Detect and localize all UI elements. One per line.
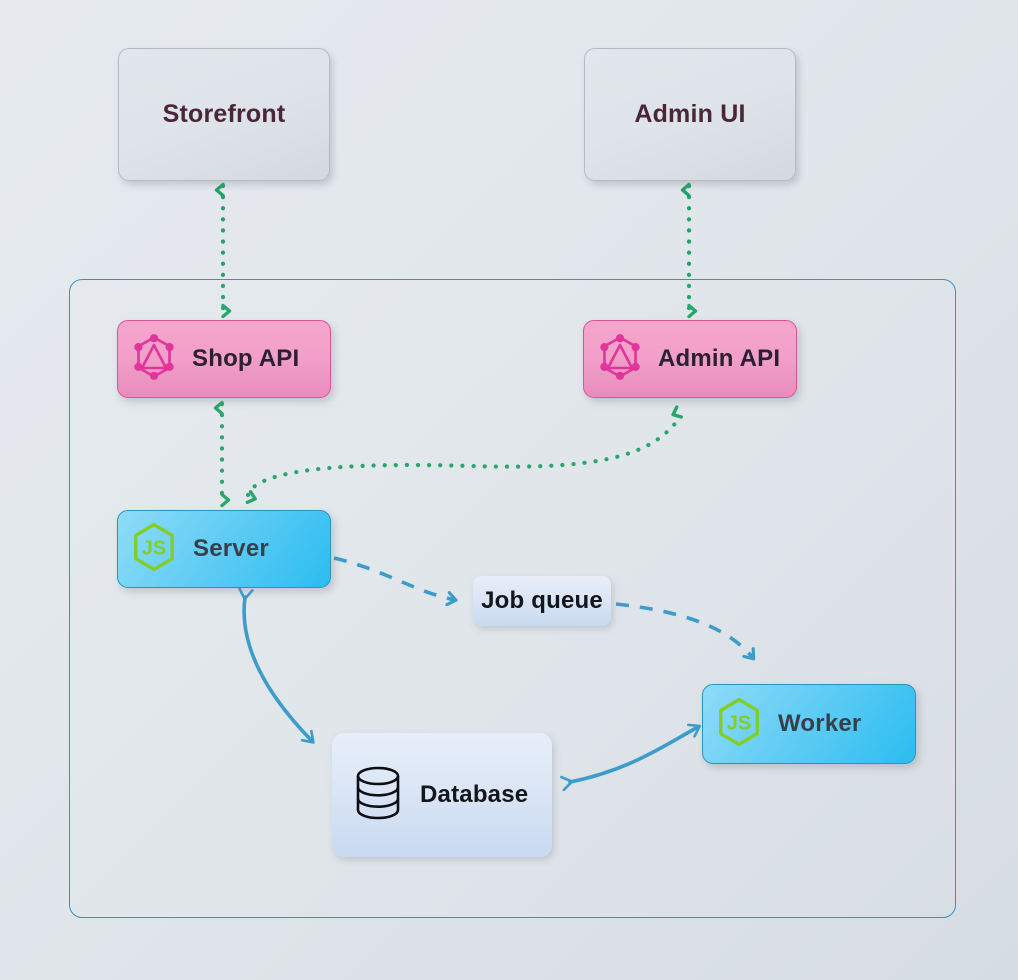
nodejs-icon: JS: [716, 697, 762, 752]
graphql-icon: [598, 333, 642, 385]
node-label-shop-api: Shop API: [192, 345, 300, 372]
node-label-job-queue: Job queue: [481, 587, 603, 614]
node-database[interactable]: Database: [332, 733, 552, 857]
graphql-icon: [132, 333, 176, 385]
node-job-queue[interactable]: Job queue: [473, 576, 611, 626]
nodejs-icon: JS: [131, 522, 177, 577]
database-icon: [354, 765, 402, 826]
node-label-database: Database: [420, 781, 529, 808]
node-admin-api[interactable]: Admin API: [583, 320, 797, 398]
svg-text:JS: JS: [727, 712, 751, 734]
node-shop-api[interactable]: Shop API: [117, 320, 331, 398]
node-admin-ui[interactable]: Admin UI: [584, 48, 796, 181]
node-label-admin-api: Admin API: [658, 345, 781, 372]
node-label-server: Server: [193, 535, 269, 562]
node-label-storefront: Storefront: [162, 100, 286, 128]
node-storefront[interactable]: Storefront: [118, 48, 330, 181]
node-label-worker: Worker: [778, 710, 862, 737]
node-server[interactable]: JS Server: [117, 510, 331, 588]
node-worker[interactable]: JS Worker: [702, 684, 916, 764]
node-label-admin-ui: Admin UI: [634, 100, 746, 128]
svg-text:JS: JS: [142, 537, 166, 559]
